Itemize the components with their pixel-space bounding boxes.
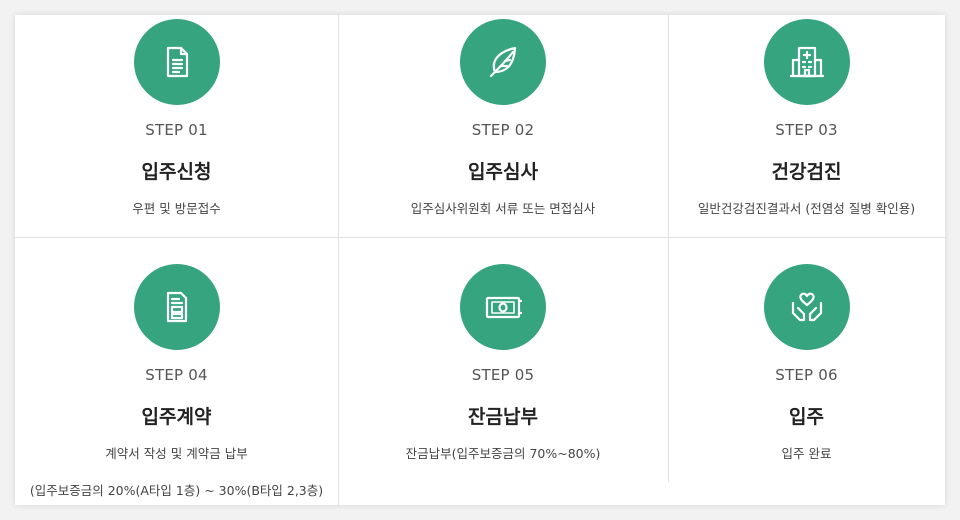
step-title: 입주: [789, 406, 824, 428]
step-icon-circle: [763, 264, 850, 350]
step-card-02: STEP 02 입주심사 입주심사위원회 서류 또는 면접심사: [338, 19, 668, 217]
step-title: 건강검진: [771, 161, 842, 183]
step-number: STEP 03: [775, 121, 838, 139]
step-card-01: STEP 01 입주신청 우편 및 방문접수: [15, 19, 338, 217]
step-description: 잔금납부(입주보증금의 70%~80%): [405, 446, 601, 461]
step-number: STEP 06: [775, 366, 838, 384]
divider: [338, 15, 339, 237]
step-card-05: STEP 05 잔금납부 잔금납부(입주보증금의 70%~80%): [338, 264, 668, 462]
divider: [15, 237, 945, 238]
step-icon-circle: [460, 19, 546, 105]
step-description: 우편 및 방문접수: [132, 201, 221, 216]
step-description: 입주심사위원회 서류 또는 면접심사: [410, 201, 596, 216]
step-title: 입주계약: [141, 406, 212, 428]
step-icon-circle: [133, 19, 220, 105]
hospital-icon: [789, 46, 824, 78]
step-number: STEP 02: [471, 121, 535, 139]
divider: [668, 237, 669, 482]
step-icon-circle: [763, 19, 850, 105]
divider: [338, 237, 339, 505]
step-number: STEP 04: [145, 366, 208, 384]
step-card-04: STEP 04 입주계약 계약서 작성 및 계약금 납부 (입주보증금의 20%…: [15, 264, 338, 499]
leaf-icon: [489, 46, 517, 78]
step-description: 일반건강검진결과서 (전염성 질병 확인용): [697, 201, 916, 216]
step-number: STEP 05: [471, 366, 535, 384]
care-hands-icon: [791, 292, 822, 322]
step-title: 입주심사: [468, 161, 538, 183]
step-card-03: STEP 03 건강검진 일반건강검진결과서 (전염성 질병 확인용): [668, 19, 945, 217]
money-icon: [485, 296, 523, 319]
document-icon: [166, 46, 188, 78]
contract-icon: [166, 291, 187, 323]
step-description: 입주 완료: [781, 446, 832, 461]
steps-panel: STEP 01 입주신청 우편 및 방문접수 STEP 02 입주심사 입주심사…: [15, 15, 945, 505]
step-card-06: STEP 06 입주 입주 완료: [668, 264, 945, 462]
step-title: 입주신청: [141, 161, 212, 183]
step-icon-circle: [133, 264, 220, 350]
step-title: 잔금납부: [468, 406, 538, 428]
divider: [668, 15, 669, 237]
step-description: 계약서 작성 및 계약금 납부: [105, 446, 248, 461]
step-number: STEP 01: [145, 121, 208, 139]
step-note: (입주보증금의 20%(A타입 1층) ~ 30%(B타입 2,3층): [29, 483, 324, 498]
step-icon-circle: [460, 264, 546, 350]
